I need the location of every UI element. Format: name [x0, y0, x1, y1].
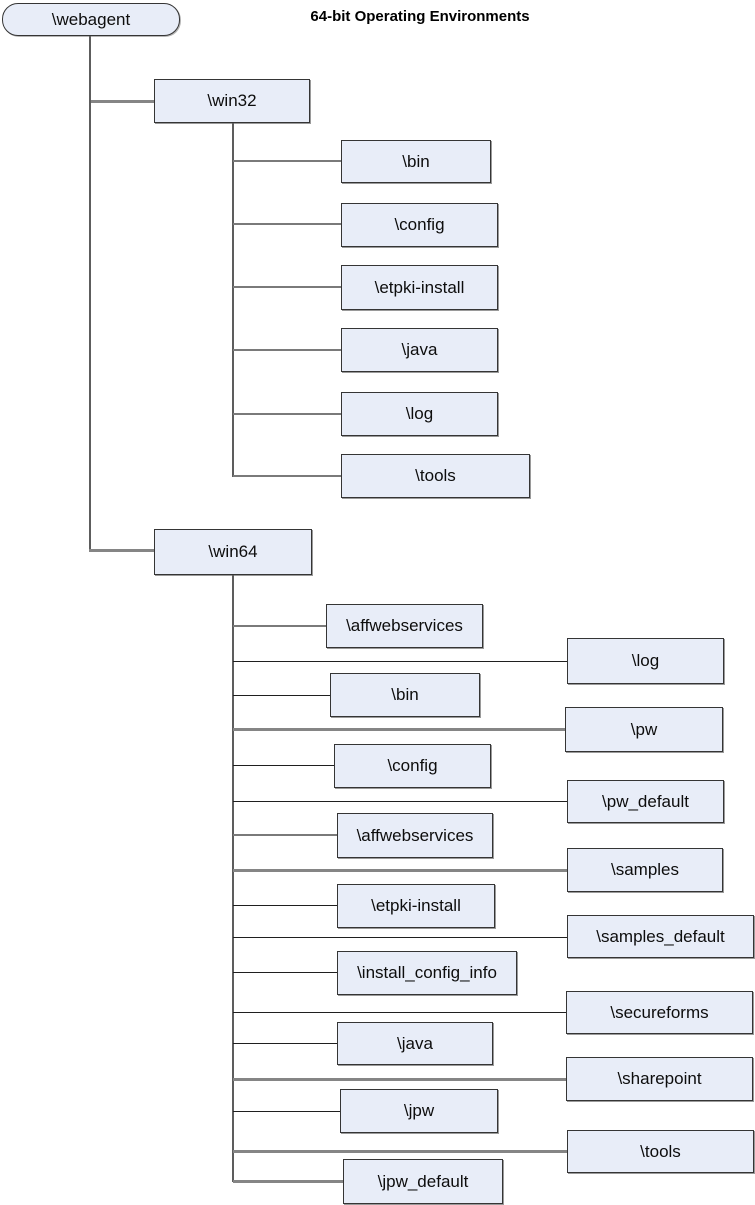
- node-win64-bin: \bin: [330, 673, 480, 717]
- connector-win64-jpw-default: [233, 1180, 343, 1183]
- node-win32-log: \log: [341, 392, 498, 436]
- connector-win64-bin: [233, 695, 330, 696]
- node-win32-etpki-install: \etpki-install: [341, 265, 498, 310]
- node-win32-java: \java: [341, 328, 498, 372]
- connector-win64-affwebservices-1: [233, 625, 326, 627]
- node-win64-affwebservices-2: \affwebservices: [337, 813, 493, 858]
- node-win32-config: \config: [341, 203, 498, 247]
- connector-win64-trunk: [232, 575, 234, 1182]
- connector-win64-sharepoint: [233, 1078, 567, 1081]
- node-win64-java: \java: [337, 1022, 493, 1065]
- node-win32: \win32: [154, 79, 310, 123]
- connector-win64-affwebservices-2: [233, 834, 337, 836]
- node-win64: \win64: [154, 529, 312, 575]
- connector-win64-config: [233, 765, 334, 766]
- node-win64-pw: \pw: [565, 707, 723, 752]
- connector-win64-etpki-install: [233, 905, 337, 906]
- node-win64-jpw-default: \jpw_default: [343, 1159, 503, 1204]
- node-win64-secureforms: \secureforms: [566, 991, 753, 1034]
- node-win64-samples-default: \samples_default: [567, 915, 754, 958]
- node-win64-affwebservices-1: \affwebservices: [326, 604, 483, 648]
- node-win64-log: \log: [567, 638, 724, 684]
- connector-win64-pw-default: [233, 801, 567, 802]
- connector-root-win32: [91, 100, 154, 103]
- connector-win64-samples: [233, 869, 567, 872]
- connector-win32-tools: [233, 475, 341, 477]
- connector-win64-tools: [233, 1150, 567, 1153]
- connector-root-trunk: [89, 36, 91, 551]
- connector-win32-java: [233, 349, 341, 351]
- node-webagent: \webagent: [2, 3, 180, 36]
- connector-win64-jpw: [233, 1111, 340, 1112]
- connector-win64-log: [233, 661, 567, 662]
- node-win64-etpki-install: \etpki-install: [337, 884, 495, 928]
- connector-win32-log: [233, 413, 341, 415]
- node-win64-jpw: \jpw: [340, 1089, 498, 1133]
- node-win64-pw-default: \pw_default: [567, 780, 724, 823]
- connector-win64-pw: [233, 728, 567, 731]
- node-win64-samples: \samples: [567, 848, 723, 892]
- connector-root-win64: [89, 549, 154, 552]
- connector-win64-java: [233, 1043, 337, 1044]
- connector-win32-trunk: [232, 123, 234, 477]
- node-win64-sharepoint: \sharepoint: [566, 1057, 753, 1101]
- node-win64-install-config-info: \install_config_info: [337, 951, 517, 995]
- node-win32-bin: \bin: [341, 140, 491, 183]
- connector-win32-config: [233, 223, 341, 225]
- connector-win64-install-config-info: [233, 972, 337, 973]
- connector-win64-samples-default: [233, 937, 567, 938]
- node-win32-tools: \tools: [341, 454, 530, 498]
- diagram-title: 64-bit Operating Environments: [310, 8, 530, 25]
- node-win64-config: \config: [334, 744, 491, 788]
- connector-win32-bin: [233, 160, 341, 162]
- connector-win64-secureforms: [233, 1012, 567, 1013]
- connector-win32-etpki-install: [233, 286, 341, 288]
- node-win64-tools: \tools: [567, 1130, 754, 1173]
